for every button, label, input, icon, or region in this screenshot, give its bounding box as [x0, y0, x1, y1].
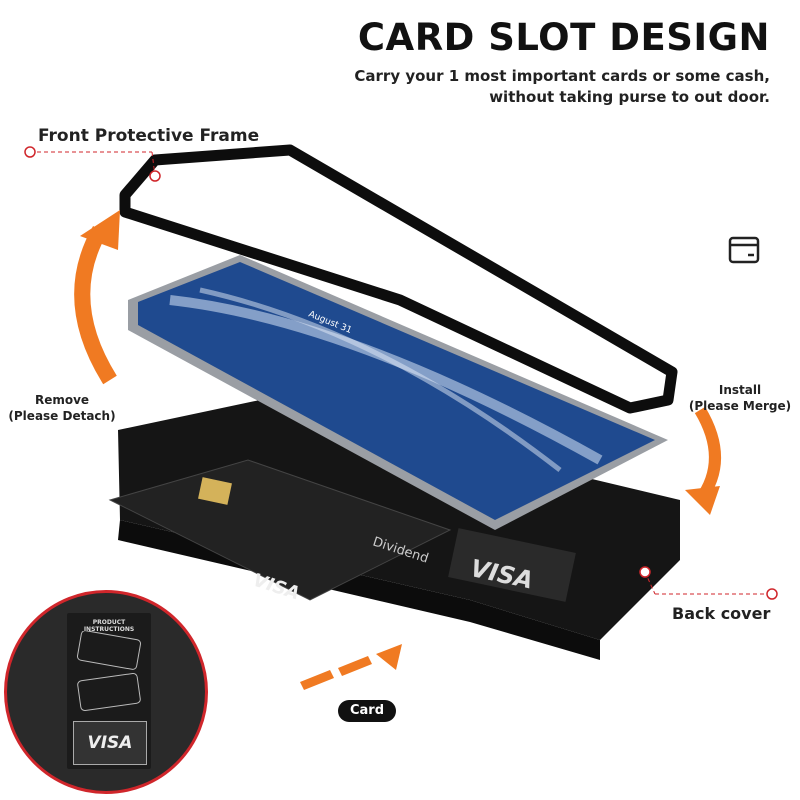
case-card-window: [448, 528, 576, 602]
back-cover-label: Back cover: [672, 604, 771, 623]
install-subtext: (Please Merge): [688, 399, 792, 413]
install-arrow: [694, 406, 721, 504]
remove-subtext: (Please Detach): [8, 409, 116, 423]
inset-title: PRODUCT INSTRUCTIONS: [83, 619, 135, 633]
install-text: Install: [718, 383, 762, 397]
front-frame-label: Front Protective Frame: [38, 126, 260, 146]
instruction-diagram: [76, 631, 142, 712]
remove-arrow: [74, 226, 117, 385]
instruction-card: PRODUCT INSTRUCTIONS VISA: [67, 613, 151, 769]
card-chip: [198, 477, 232, 505]
subtitle-line: without taking purse to out door.: [489, 88, 770, 106]
front-protective-frame: [119, 144, 678, 414]
remove-text: Remove: [34, 393, 90, 407]
subtitle: Carry your 1 most important cards or som…: [354, 66, 770, 108]
remove-label: Remove (Please Detach): [8, 392, 116, 424]
credit-card: [108, 459, 452, 601]
install-label: Install (Please Merge): [682, 382, 798, 414]
phone-screen: [138, 262, 655, 520]
subtitle-line: Carry your 1 most important cards or som…: [354, 67, 770, 85]
wallet-icon: [728, 236, 760, 268]
card-badge: Card: [338, 700, 396, 722]
instructions-inset: PRODUCT INSTRUCTIONS VISA: [4, 590, 208, 794]
inset-visa-window: VISA: [73, 721, 147, 765]
card-direction-arrows: [300, 644, 402, 690]
page-title: CARD SLOT DESIGN: [357, 16, 770, 59]
